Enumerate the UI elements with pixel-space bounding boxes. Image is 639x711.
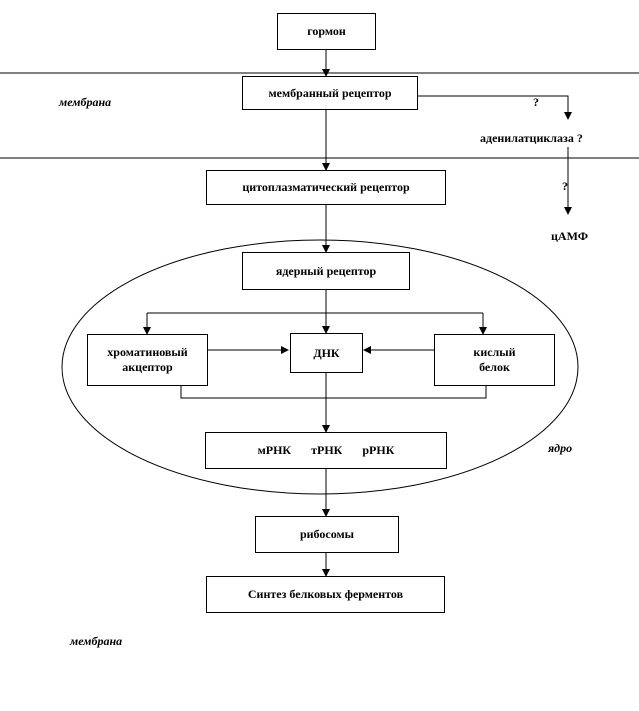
membrane-receptor-label: мембранный рецептор (268, 85, 392, 100)
nucleus-label: ядро (548, 441, 573, 455)
nuclear-receptor-label: ядерный рецептор (275, 263, 377, 278)
protein-synthesis-label: Синтез белковых ферментов (247, 587, 404, 601)
cytoplasmic-receptor-box: цитоплазматический рецептор (206, 170, 446, 205)
cytoplasmic-receptor-label: цитоплазматический рецептор (242, 180, 410, 194)
acidic-protein-box: кислый белок (434, 334, 555, 386)
protein-synthesis-box: Синтез белковых ферментов (206, 576, 445, 613)
rna-group: мРНК тРНК рРНК (258, 443, 395, 458)
dna-box: ДНК (290, 333, 363, 373)
membrane-label-bottom: мембрана (70, 634, 123, 648)
dna-label: ДНК (313, 345, 340, 360)
nucleus-ellipse (61, 239, 579, 495)
trna-label: тРНК (311, 443, 343, 457)
arrow-membrane-to-cyclase (418, 95, 572, 120)
hormone-label: гормон (307, 24, 346, 38)
ribosomes-label: рибосомы (299, 527, 355, 541)
membrane-receptor-box: мембранный рецептор (242, 76, 418, 110)
ribosomes-box: рибосомы (255, 516, 399, 553)
acidic-protein-label-line1: кислый (473, 345, 516, 359)
chromatin-acceptor-box: хроматиновый акцептор (87, 334, 208, 386)
rrna-label: рРНК (362, 443, 395, 457)
bottom-bracket (180, 386, 487, 399)
adenylate-cyclase-label: аденилатциклаза ? (480, 131, 583, 145)
acidic-protein-label-line2: белок (479, 360, 510, 374)
hormone-box: гормон (277, 13, 376, 50)
question-mark-2: ? (562, 179, 568, 193)
nuclear-receptor-box: ядерный рецептор (242, 252, 410, 290)
membrane-label-top: мембрана (59, 95, 112, 109)
mrna-label: мРНК (257, 443, 292, 457)
rna-box: мРНК тРНК рРНК (205, 432, 447, 469)
question-mark-1: ? (533, 95, 539, 109)
camp-label: цАМФ (551, 229, 589, 243)
chromatin-acceptor-label-line2: акцептор (122, 360, 173, 374)
chromatin-acceptor-label-line1: хроматиновый (107, 345, 188, 359)
